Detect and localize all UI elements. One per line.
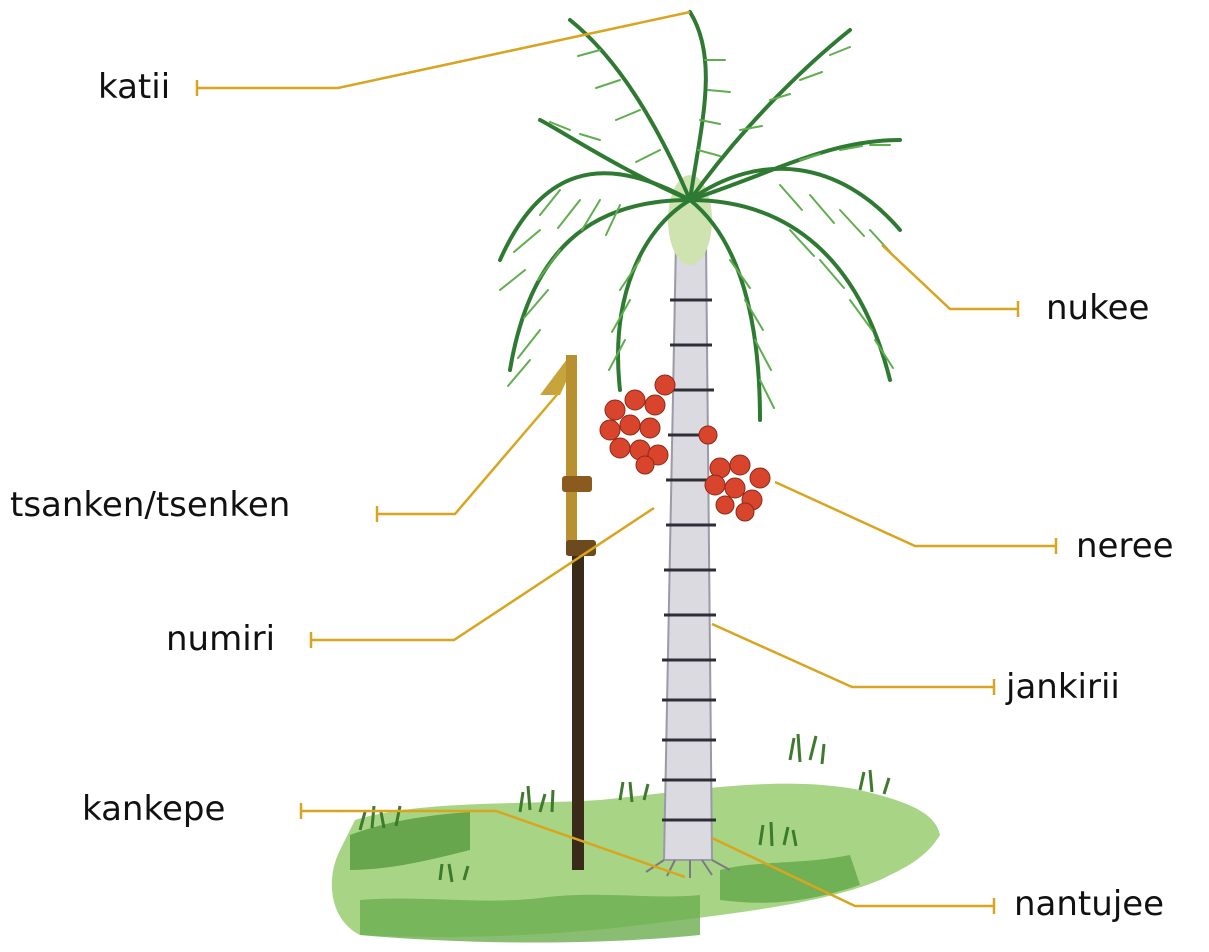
palm-fronds (498, 10, 902, 422)
label-kankepe: kankepe (82, 789, 226, 829)
label-katii: katii (98, 67, 171, 107)
leader-line-nukee (881, 244, 1018, 311)
label-nukee: nukee (1046, 288, 1150, 328)
leader-line-katii (197, 10, 691, 90)
support-stick (540, 355, 596, 870)
leader-lines (195, 10, 1058, 914)
leader-line-neree (774, 480, 1056, 548)
label-tsanken: tsanken/tsenken (10, 485, 291, 525)
label-neree: neree (1076, 526, 1174, 566)
fruit-clusters (599, 374, 771, 522)
label-jankirii: jankirii (1006, 667, 1120, 707)
leader-line-numiri (311, 506, 655, 642)
label-nantujee: nantujee (1014, 884, 1165, 924)
label-numiri: numiri (166, 619, 276, 659)
leader-line-nantujee (711, 836, 994, 908)
leader-line-tsanken (377, 389, 562, 516)
ground (331, 783, 940, 943)
palm-trunk (645, 239, 731, 878)
leader-line-jankirii (711, 622, 994, 689)
leader-line-kankepe (301, 809, 686, 879)
grass-tufts (358, 733, 891, 883)
